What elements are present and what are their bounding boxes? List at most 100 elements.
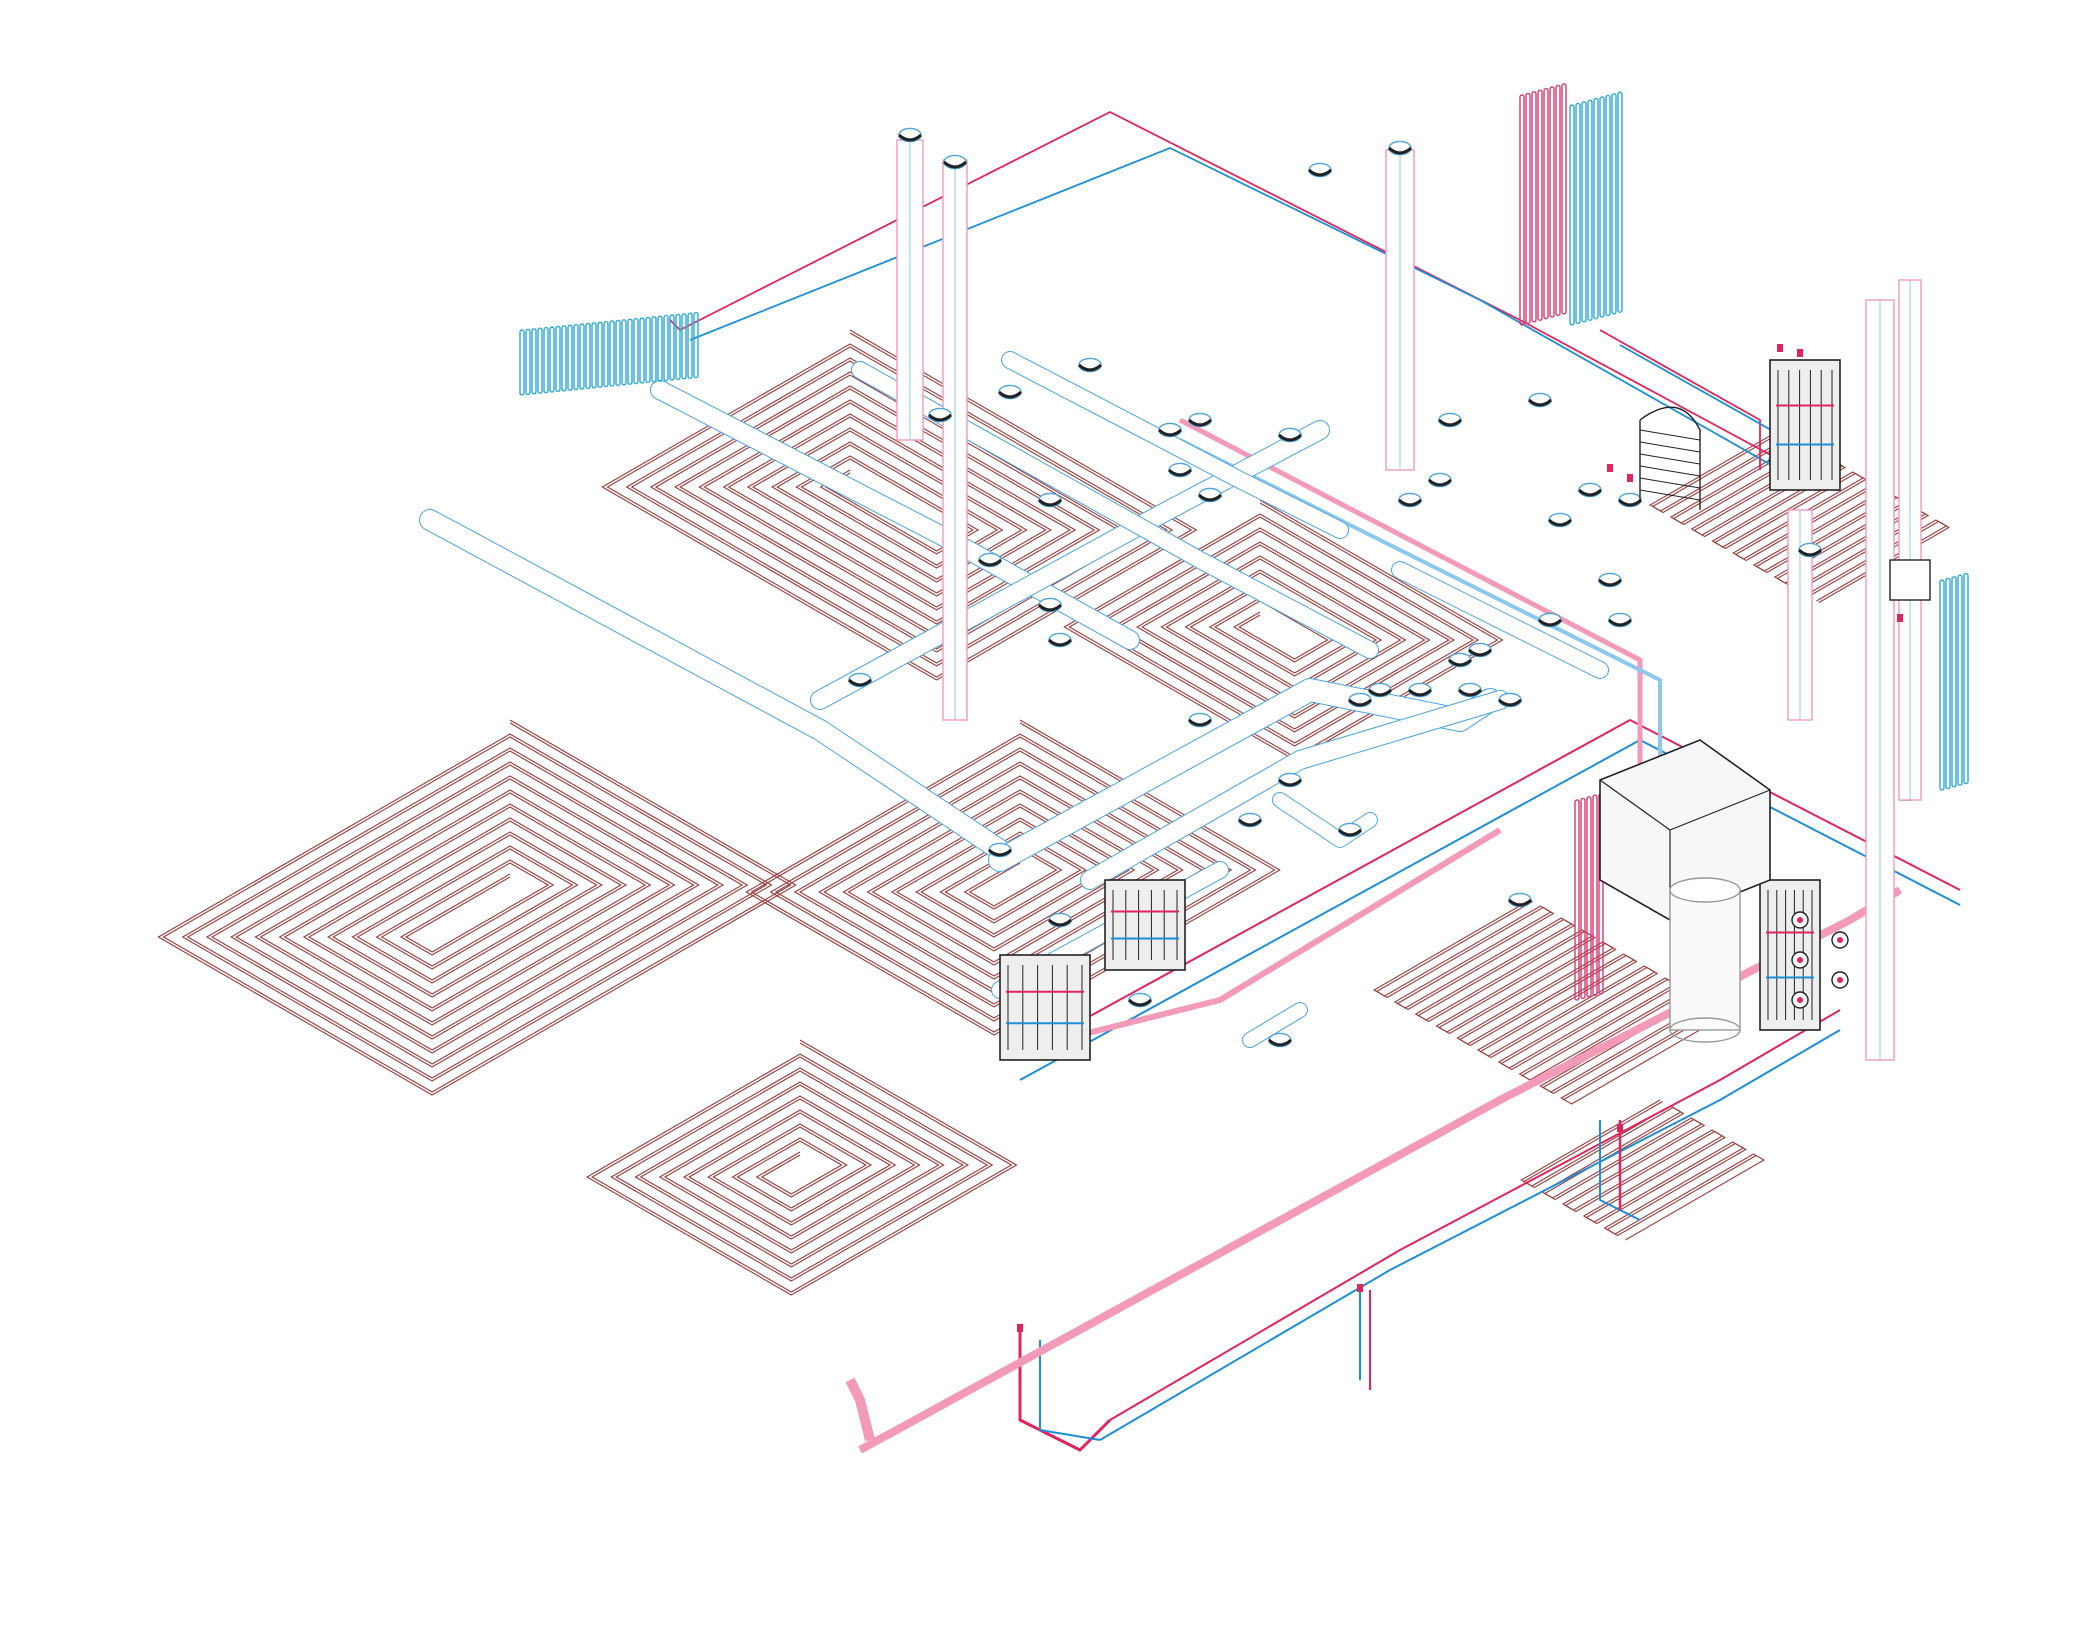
- radiator-fin: [1575, 102, 1581, 325]
- radiator-fin: [525, 328, 531, 396]
- elbow-collar: [1267, 1038, 1293, 1047]
- elbow-collar: [847, 678, 873, 687]
- duct-elbow-icon: [1497, 692, 1523, 708]
- supply-riser-south: [1018, 1330, 1112, 1452]
- elbow-collar: [1237, 818, 1263, 827]
- elbow-collar: [1457, 688, 1483, 697]
- cabinet-box: [1759, 879, 1821, 1031]
- duct-elbow-icon: [1047, 912, 1073, 928]
- elbow-collar: [1077, 363, 1103, 372]
- duct-elbow-icon: [1187, 712, 1213, 728]
- duct-west-supply: [419, 509, 1011, 861]
- loop-pipe: [157, 719, 797, 1096]
- loop-zone-south-west: [585, 1039, 1018, 1296]
- duct-body: [1002, 352, 1348, 538]
- tank-body: [1669, 889, 1741, 1031]
- radiator-fin: [1543, 87, 1549, 320]
- radiator-icon: [519, 311, 699, 396]
- radiator-fin: [1561, 83, 1567, 315]
- elbow-collar: [1187, 418, 1213, 427]
- radiator-fin: [531, 328, 537, 395]
- junction-box: [1889, 559, 1931, 601]
- radiator-fin: [591, 322, 597, 389]
- elbow-collar: [1497, 698, 1523, 707]
- radiator-fin: [1593, 97, 1599, 320]
- supply-trunk-south: [1009, 719, 1961, 1061]
- duct-branch-b: [851, 361, 1379, 659]
- rail-bar: [1639, 441, 1701, 453]
- supply-loop-feed-south: [1109, 1009, 1841, 1421]
- radiator-fin: [651, 316, 657, 383]
- radiator-fin: [1537, 89, 1543, 321]
- rail-bar: [1639, 477, 1701, 489]
- radiator-icon: [1939, 572, 1969, 791]
- radiator-fin: [675, 313, 681, 381]
- duct-elbow-icon: [1187, 412, 1213, 428]
- loop-zone-center-east: [1063, 499, 1504, 761]
- elbow-collar: [1187, 718, 1213, 727]
- elbow-collar: [942, 160, 968, 169]
- boiler-icon: [1599, 739, 1771, 921]
- duct-elbow-icon: [1127, 992, 1153, 1008]
- duct-body: [811, 421, 1329, 709]
- radiator-fin: [543, 326, 549, 394]
- duct-stub-south2: [1242, 1002, 1308, 1048]
- duct-elbow-icon: [1577, 482, 1603, 498]
- duct-elbow-icon: [1797, 542, 1823, 558]
- light-riser-south: [845, 1377, 875, 1442]
- radiator-fin: [687, 312, 693, 379]
- loop-pipe: [591, 1042, 1013, 1293]
- radiator-fin: [1581, 101, 1587, 323]
- loop-zone-south-far: [1520, 1099, 1766, 1241]
- elbow-collar: [1387, 146, 1413, 155]
- storage-tank-icon: [1669, 877, 1741, 1043]
- manifold-cabinet-icon: [999, 954, 1091, 1061]
- cabinet-box: [1769, 359, 1841, 491]
- radiator-fin: [1531, 91, 1537, 323]
- radiator-fin: [537, 327, 543, 394]
- radiator-fin: [1580, 797, 1586, 1000]
- radiator-fin: [561, 325, 567, 392]
- radiator-fin: [1945, 577, 1951, 790]
- manifold-cabinet-icon: [1759, 879, 1821, 1031]
- duct-elbow-icon: [977, 552, 1003, 568]
- valve-icon: [1797, 349, 1803, 357]
- elbow-collar: [1527, 398, 1553, 407]
- elbow-collar: [1797, 548, 1823, 557]
- duct-body: [1243, 1003, 1307, 1047]
- duct-elbow-icon: [1597, 572, 1623, 588]
- radiator-fin: [1599, 96, 1605, 318]
- radiator-fin: [1951, 576, 1957, 788]
- duct-elbow-icon: [1387, 140, 1413, 156]
- elbow-collar: [1447, 658, 1473, 667]
- duct-elbow-icon: [1037, 597, 1063, 613]
- elbow-collar: [1037, 603, 1063, 612]
- duct-elbow-icon: [1617, 492, 1643, 508]
- radiator-fin: [1611, 93, 1617, 315]
- pump-core: [1797, 917, 1803, 923]
- boiler-edge: [1669, 789, 1771, 831]
- duct-branch-c: [1391, 561, 1609, 679]
- elbow-collar: [1437, 418, 1463, 427]
- duct-body: [420, 510, 1010, 860]
- radiator-fin: [1617, 91, 1623, 313]
- loop-pipe: [1068, 502, 1499, 758]
- radiator-fin: [579, 323, 585, 390]
- duct-branch-a: [1001, 351, 1349, 539]
- duct-riser-4: [1787, 509, 1813, 721]
- elbow-collar: [1197, 493, 1223, 502]
- boiler-casing: [1599, 739, 1771, 921]
- elbow-collar: [1577, 488, 1603, 497]
- radiator-fin: [1605, 94, 1611, 317]
- elbow-collar: [977, 558, 1003, 567]
- valve-icon: [1627, 474, 1633, 482]
- radiator-icon: [1574, 792, 1604, 1001]
- elbow-collar: [1047, 638, 1073, 647]
- duct-elbow-icon: [1537, 612, 1563, 628]
- duct-elbow-icon: [1547, 512, 1573, 528]
- radiator-icon: [1519, 83, 1567, 326]
- duct-elbow-icon: [1037, 492, 1063, 508]
- rail-bar: [1639, 453, 1701, 465]
- valve-icon: [1617, 1124, 1623, 1132]
- loop-pipe: [745, 719, 1281, 1036]
